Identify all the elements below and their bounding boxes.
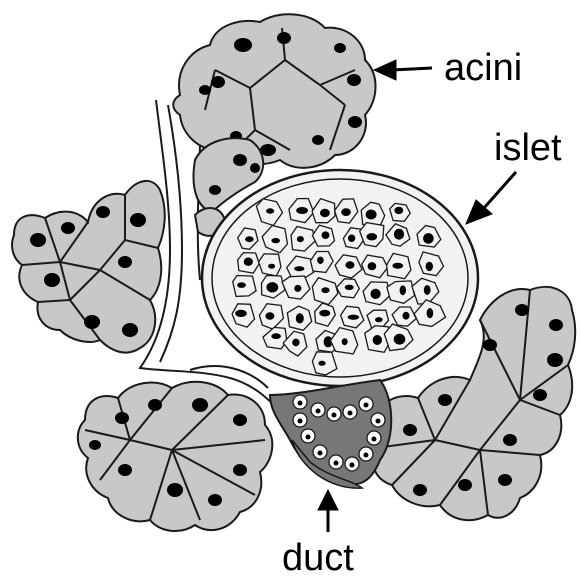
duct-cell-nucleus bbox=[332, 413, 337, 418]
islet-cell-nucleus bbox=[235, 310, 247, 317]
islet-cell-nucleus bbox=[265, 312, 274, 319]
islet-cell-nucleus bbox=[321, 287, 329, 293]
duct-cell-nucleus bbox=[318, 451, 323, 456]
duct-cell-nucleus bbox=[306, 435, 311, 440]
islet-cell-nucleus bbox=[237, 282, 246, 288]
islet-cell-nucleus bbox=[296, 207, 308, 214]
islet-cell-nucleus bbox=[266, 282, 278, 292]
islet-cell-nucleus bbox=[426, 262, 433, 271]
islet-cell-nucleus bbox=[366, 233, 377, 240]
label-duct: duct bbox=[282, 537, 354, 578]
islet-cell-nucleus bbox=[342, 338, 348, 345]
acini-arrow-icon bbox=[374, 60, 396, 80]
islet-cell-nucleus bbox=[348, 315, 360, 320]
islet-cell-nucleus bbox=[319, 310, 330, 317]
islet-cell-nucleus bbox=[348, 235, 355, 242]
islet-cell-nucleus bbox=[400, 285, 406, 295]
duct-cell-nucleus bbox=[350, 463, 355, 468]
duct-cell-nucleus bbox=[334, 461, 339, 466]
islet-cell-nucleus bbox=[296, 313, 304, 323]
islet-cell-nucleus bbox=[403, 312, 410, 320]
islet-cell-nucleus bbox=[346, 261, 355, 269]
islet-cell-nucleus bbox=[366, 210, 377, 220]
islet-cell-nucleus bbox=[424, 285, 431, 295]
islet-cell-nucleus bbox=[245, 236, 254, 242]
islet-cell-nucleus bbox=[320, 209, 330, 217]
islet-cell-nucleus bbox=[345, 285, 354, 290]
label-islet: islet bbox=[494, 127, 562, 169]
islet-cell-nucleus bbox=[244, 258, 253, 266]
islet-cell-nucleus bbox=[318, 361, 325, 366]
islet-cell-nucleus bbox=[394, 229, 404, 240]
islet-cell-nucleus bbox=[271, 333, 281, 339]
islet-cell-nucleus bbox=[294, 285, 301, 292]
islet-cell-nucleus bbox=[373, 335, 382, 345]
duct-cell-nucleus bbox=[348, 411, 353, 416]
islet-cell-nucleus bbox=[297, 236, 304, 242]
duct bbox=[270, 380, 391, 488]
islet-cell-nucleus bbox=[317, 257, 324, 264]
islet-cell-nucleus bbox=[427, 308, 434, 318]
islet-cell-nucleus bbox=[271, 238, 280, 243]
duct-cell-nucleus bbox=[364, 453, 369, 458]
duct-cell-nucleus bbox=[298, 419, 303, 424]
islet-cell-nucleus bbox=[341, 208, 351, 216]
duct-cell-nucleus bbox=[364, 403, 369, 408]
islet-cell-nucleus bbox=[423, 233, 434, 244]
duct-cell-nucleus bbox=[372, 437, 377, 442]
islet bbox=[202, 170, 478, 386]
islet-cell-nucleus bbox=[375, 317, 383, 322]
islet-cell-nucleus bbox=[392, 263, 403, 269]
islet-cell-nucleus bbox=[394, 334, 406, 345]
islet-cell-nucleus bbox=[292, 339, 299, 347]
acinus-bottom-left bbox=[78, 382, 272, 531]
duct-cell-nucleus bbox=[316, 409, 321, 414]
islet-cell-nucleus bbox=[268, 264, 275, 269]
islet-cell-nucleus bbox=[322, 231, 330, 239]
duct-cell-nucleus bbox=[298, 401, 303, 406]
label-acini: acini bbox=[444, 47, 522, 89]
islet-cell-nucleus bbox=[394, 207, 403, 214]
islet-cell-nucleus bbox=[368, 262, 377, 270]
duct-arrow-icon bbox=[318, 490, 338, 510]
islet-cell-nucleus bbox=[294, 266, 304, 271]
islet-cell-nucleus bbox=[266, 208, 274, 213]
islet-cell-nucleus bbox=[371, 289, 381, 299]
duct-cell-nucleus bbox=[376, 419, 381, 424]
